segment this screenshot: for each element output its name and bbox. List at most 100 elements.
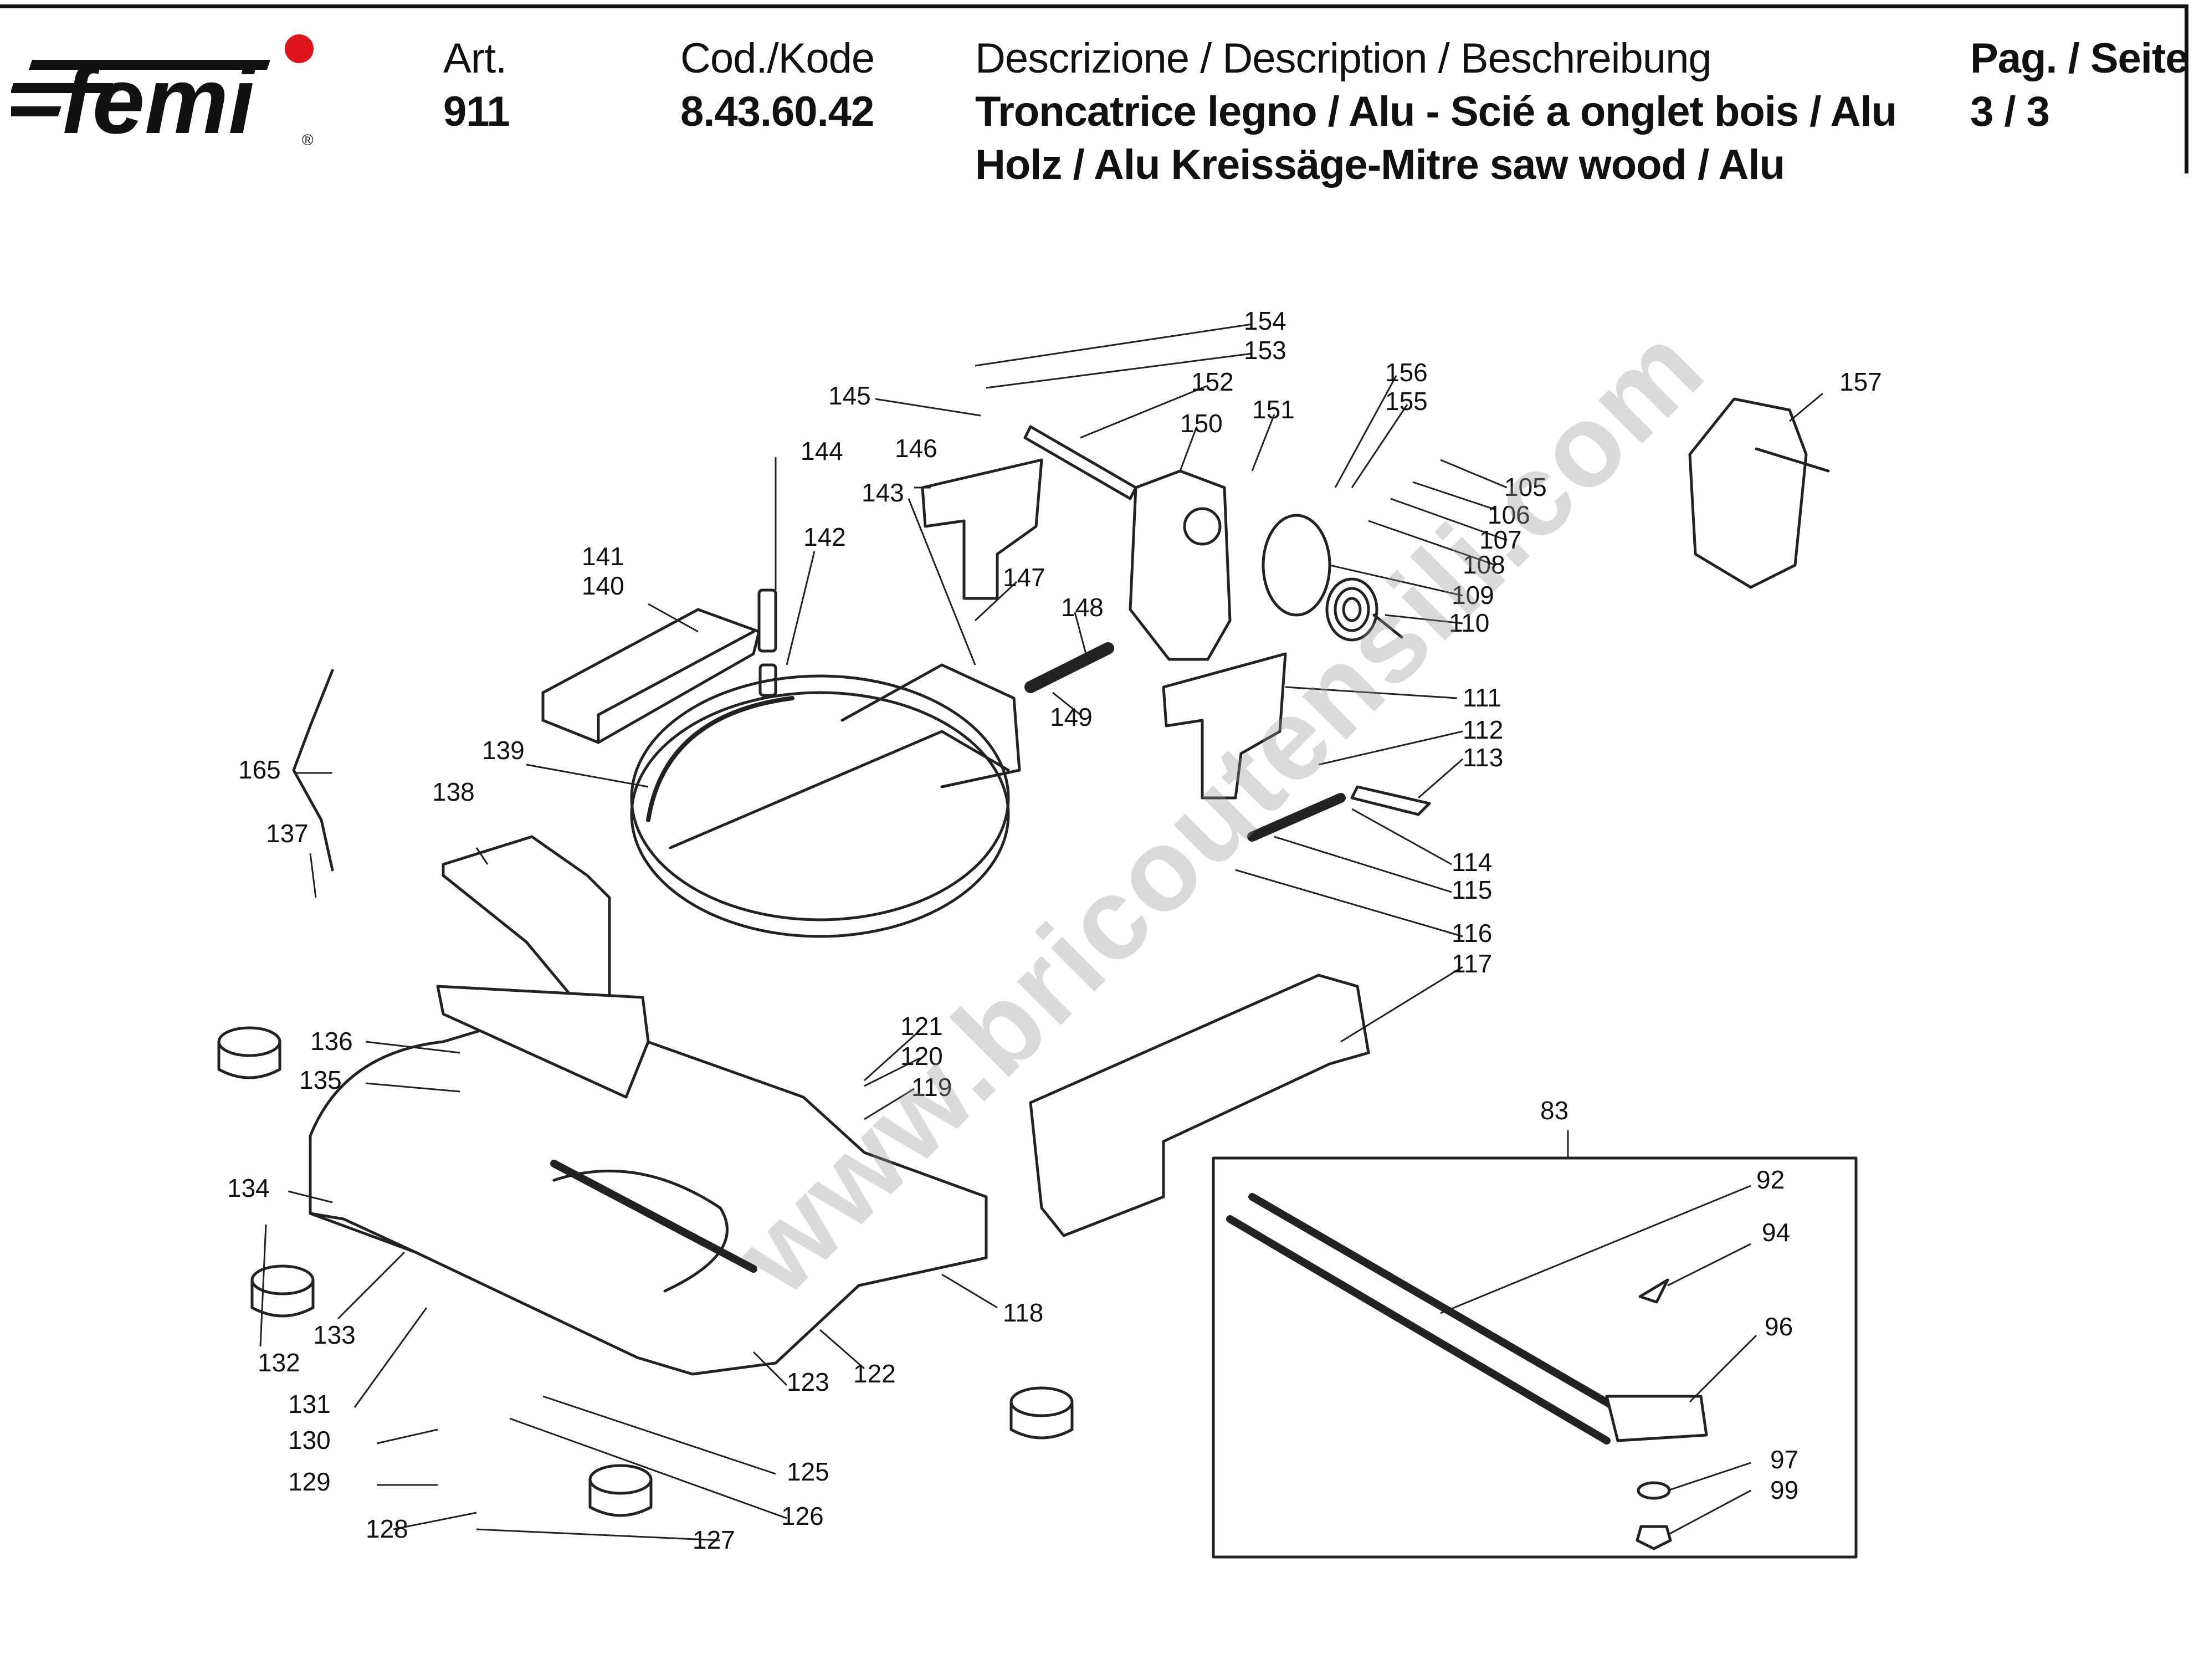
callout-165: 165 xyxy=(238,755,281,784)
callout-129: 129 xyxy=(288,1467,331,1496)
description-column: Descrizione / Description / Beschreibung… xyxy=(975,32,1897,192)
wing-bolt-94 xyxy=(1638,1278,1669,1304)
callout-143: 143 xyxy=(862,478,904,507)
callout-114: 114 xyxy=(1452,848,1492,877)
logo-wordmark: femi xyxy=(61,48,257,153)
callout-135: 135 xyxy=(299,1066,342,1094)
art-value: 911 xyxy=(443,88,510,135)
clamp-96 xyxy=(1605,1395,1708,1442)
description-line-1: Troncatrice legno / Alu - Scié a onglet … xyxy=(975,88,1897,135)
pivot-shaft-152 xyxy=(1023,425,1137,500)
callout-96: 96 xyxy=(1765,1312,1793,1341)
washer-109 xyxy=(1262,514,1331,617)
callout-113: 113 xyxy=(1463,743,1503,772)
callout-149: 149 xyxy=(1050,703,1093,731)
callout-131: 131 xyxy=(288,1390,331,1418)
callout-156: 156 xyxy=(1385,358,1428,387)
lever-113 xyxy=(1350,785,1431,816)
logo-red-dot xyxy=(285,34,314,63)
torsion-spring-110 xyxy=(1325,577,1403,642)
callout-122: 122 xyxy=(853,1359,896,1388)
callout-116: 116 xyxy=(1452,919,1492,947)
code-value: 8.43.60.42 xyxy=(680,88,874,135)
callout-145: 145 xyxy=(828,381,871,410)
pin-148 xyxy=(1024,642,1114,693)
callout-148: 148 xyxy=(1061,593,1104,622)
arm-bracket-150 xyxy=(1129,469,1232,661)
callout-83: 83 xyxy=(1540,1096,1568,1125)
callout-118: 118 xyxy=(1003,1298,1043,1327)
registered-mark: ® xyxy=(302,131,314,148)
code-label: Cod./Kode xyxy=(680,35,875,82)
callout-133: 133 xyxy=(313,1320,356,1349)
page-label: Pag. / Seite xyxy=(1970,35,2188,82)
bolt-144 xyxy=(757,588,777,653)
callout-154: 154 xyxy=(1244,306,1286,335)
callout-112: 112 xyxy=(1463,715,1503,744)
callout-120: 120 xyxy=(900,1042,943,1071)
callout-94: 94 xyxy=(1762,1218,1790,1247)
bushing-142 xyxy=(758,663,777,697)
guard-plate-146 xyxy=(921,458,1043,600)
description-line-2: Holz / Alu Kreissäge-Mitre saw wood / Al… xyxy=(975,141,1785,188)
callout-128: 128 xyxy=(366,1514,408,1543)
description-label: Descrizione / Description / Beschreibung xyxy=(975,35,1712,82)
callout-142: 142 xyxy=(803,523,846,551)
callout-155: 155 xyxy=(1385,387,1428,416)
callout-117: 117 xyxy=(1452,949,1492,978)
callout-150: 150 xyxy=(1180,409,1223,438)
rod-92 xyxy=(1248,1193,1638,1422)
callout-115: 115 xyxy=(1452,875,1492,904)
callout-152: 152 xyxy=(1191,367,1234,396)
nut-99 xyxy=(1636,1525,1672,1550)
callout-105: 105 xyxy=(1504,473,1547,501)
callout-127: 127 xyxy=(693,1525,735,1554)
article-column: Art. 911 xyxy=(443,32,510,139)
callout-151: 151 xyxy=(1252,395,1295,424)
callout-labels: 154 153 152 151 150 145 146 144 143 142 … xyxy=(227,306,1882,1554)
callout-134: 134 xyxy=(227,1174,270,1202)
callout-92: 92 xyxy=(1756,1165,1785,1194)
callout-99: 99 xyxy=(1770,1476,1798,1504)
leader-lines xyxy=(259,323,1823,1541)
femi-logo: femi ® xyxy=(11,34,314,153)
callout-121: 121 xyxy=(900,1012,943,1041)
callout-132: 132 xyxy=(258,1348,300,1377)
callout-138: 138 xyxy=(432,777,475,806)
rubber-feet xyxy=(217,1026,1074,1517)
code-column: Cod./Kode 8.43.60.42 xyxy=(680,32,875,139)
callout-123: 123 xyxy=(787,1367,829,1396)
rotating-table xyxy=(630,663,1021,938)
callout-97: 97 xyxy=(1770,1445,1798,1474)
assembly-bracket-165 xyxy=(292,669,334,872)
callout-146: 146 xyxy=(895,434,937,463)
callout-140: 140 xyxy=(582,571,624,600)
callout-119: 119 xyxy=(911,1073,952,1102)
page-column: Pag. / Seite 3 / 3 xyxy=(1970,32,2188,139)
fence-front xyxy=(436,985,650,1099)
callout-144: 144 xyxy=(801,437,843,465)
callout-107: 107 xyxy=(1479,525,1522,554)
callout-110: 110 xyxy=(1449,608,1489,637)
callout-147: 147 xyxy=(1003,563,1045,592)
fence xyxy=(541,608,761,744)
art-label: Art. xyxy=(443,35,507,82)
arm-bracket-157 xyxy=(1688,397,1808,589)
callout-139: 139 xyxy=(482,736,525,765)
extension-117 xyxy=(1029,974,1370,1237)
callout-108: 108 xyxy=(1463,550,1505,579)
callout-130: 130 xyxy=(288,1426,331,1454)
page-value: 3 / 3 xyxy=(1970,88,2050,135)
callout-157: 157 xyxy=(1839,367,1882,396)
callout-126: 126 xyxy=(781,1502,824,1530)
fence-138 xyxy=(442,835,611,1010)
callout-153: 153 xyxy=(1244,336,1286,365)
callout-111: 111 xyxy=(1463,683,1501,712)
pin-115 xyxy=(1247,793,1346,842)
header-right-rule xyxy=(2185,4,2188,173)
guard-plate-111 xyxy=(1162,652,1287,800)
header-top-rule xyxy=(0,4,2188,8)
callout-109: 109 xyxy=(1452,581,1494,609)
